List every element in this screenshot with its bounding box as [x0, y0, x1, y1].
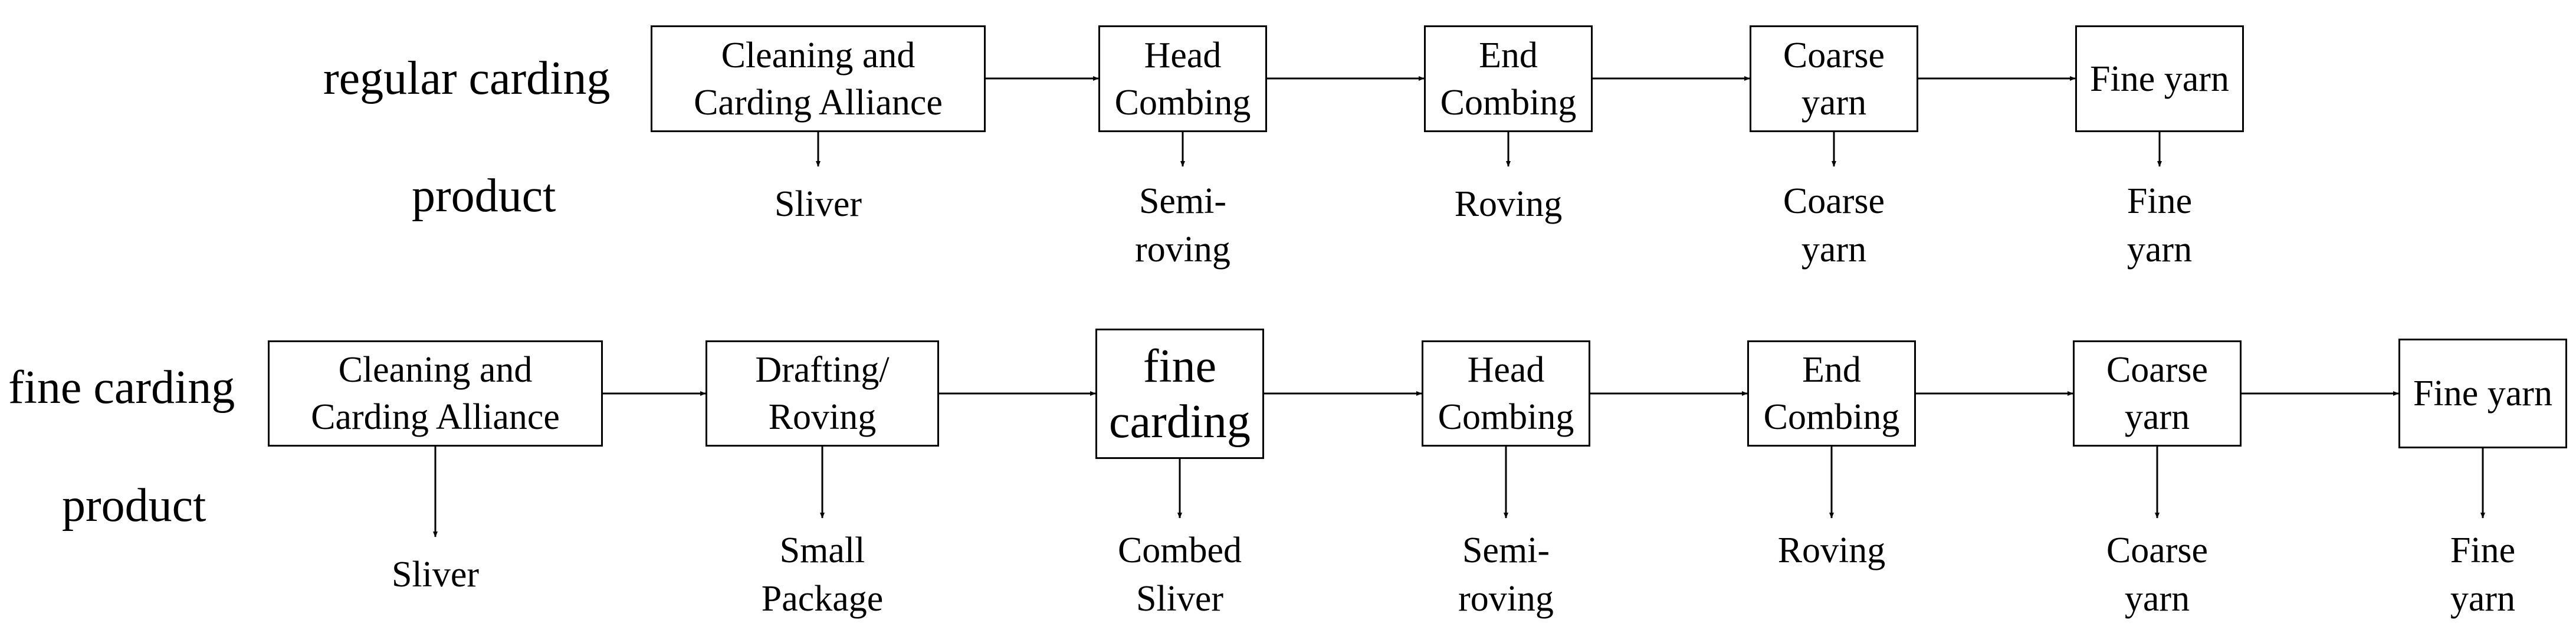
product-label-small-package: Small Package	[762, 526, 884, 623]
row-label-fine-product: product	[62, 480, 206, 532]
process-box-cleaning-carding-alliance: Cleaning and Carding Alliance	[651, 25, 986, 132]
product-text: Combed	[1117, 530, 1242, 570]
product-text: yarn	[2124, 579, 2190, 619]
row-label-regular-carding: regular carding	[323, 53, 611, 104]
product-label-sliver: Sliver	[392, 550, 479, 599]
product-text: yarn	[2450, 579, 2516, 619]
row-2-connectors	[433, 391, 2485, 537]
box-text: End	[1802, 350, 1861, 390]
product-text: yarn	[2127, 229, 2193, 270]
product-label-combed-sliver: Combed Sliver	[1118, 526, 1242, 623]
product-text: Coarse	[2106, 530, 2209, 570]
product-text: Fine	[2127, 181, 2193, 221]
process-box-fine-yarn: Fine yarn	[2398, 339, 2567, 448]
box-text: Combing	[1440, 82, 1577, 123]
box-text: Combing	[1438, 397, 1574, 437]
box-text: Fine yarn	[2413, 373, 2552, 414]
process-box-coarse-yarn: Coarse yarn	[1750, 25, 1918, 132]
box-text: yarn	[1801, 82, 1867, 123]
product-label-coarse-yarn: Coarse yarn	[2106, 526, 2208, 623]
process-box-head-combing: Head Combing	[1422, 340, 1590, 447]
row-1-connectors	[816, 76, 2162, 167]
box-text: Coarse	[1783, 35, 1885, 76]
box-text: fine	[1143, 340, 1217, 392]
product-text: Sliver	[391, 555, 480, 595]
process-box-head-combing: Head Combing	[1098, 25, 1267, 132]
product-text: Fine	[2450, 530, 2516, 570]
box-text: Coarse	[2106, 350, 2209, 390]
process-box-end-combing: End Combing	[1747, 340, 1916, 447]
box-text: Cleaning and	[338, 350, 533, 390]
box-text: Combing	[1763, 397, 1900, 437]
product-text: Semi-	[1462, 530, 1550, 570]
product-label-roving: Roving	[1455, 180, 1563, 228]
product-text: roving	[1458, 579, 1554, 619]
box-text: Drafting/	[755, 350, 890, 390]
product-label-coarse-yarn: Coarse yarn	[1783, 177, 1885, 274]
box-text: Carding Alliance	[311, 397, 560, 437]
product-label-semi-roving: Semi- roving	[1135, 177, 1230, 274]
product-text: Coarse	[1783, 181, 1885, 221]
product-label-fine-yarn: Fine yarn	[2450, 526, 2515, 623]
product-label-semi-roving: Semi- roving	[1458, 526, 1554, 623]
process-box-cleaning-carding-alliance: Cleaning and Carding Alliance	[268, 340, 603, 447]
product-text: roving	[1135, 229, 1230, 270]
product-label-fine-yarn: Fine yarn	[2127, 177, 2192, 274]
product-text: Sliver	[774, 184, 862, 224]
product-text: Package	[761, 579, 884, 619]
box-text: Cleaning and	[721, 35, 915, 76]
row-label-regular-product: product	[412, 170, 556, 222]
row-label-fine-carding: fine carding	[8, 362, 235, 414]
box-text: End	[1479, 35, 1538, 76]
product-label-roving: Roving	[1778, 526, 1886, 575]
process-box-fine-yarn: Fine yarn	[2075, 25, 2244, 132]
box-text: Carding Alliance	[694, 82, 943, 123]
process-box-end-combing: End Combing	[1424, 25, 1593, 132]
box-text: Roving	[768, 397, 877, 437]
box-text: Fine yarn	[2090, 58, 2229, 99]
product-text: Semi-	[1138, 181, 1227, 221]
process-box-fine-carding: fine carding	[1095, 329, 1264, 459]
product-text: Roving	[1454, 184, 1563, 224]
product-label-sliver: Sliver	[775, 180, 862, 228]
product-text: yarn	[1801, 229, 1867, 270]
product-text: Sliver	[1136, 579, 1224, 619]
product-text: Small	[779, 530, 865, 570]
box-text: Head	[1144, 35, 1222, 76]
box-text: Head	[1467, 350, 1545, 390]
box-text: carding	[1109, 395, 1251, 448]
box-text: Combing	[1114, 82, 1251, 123]
process-box-drafting-roving: Drafting/ Roving	[705, 340, 939, 447]
process-box-coarse-yarn: Coarse yarn	[2073, 340, 2242, 447]
product-text: Roving	[1777, 530, 1886, 570]
box-text: yarn	[2124, 397, 2190, 437]
